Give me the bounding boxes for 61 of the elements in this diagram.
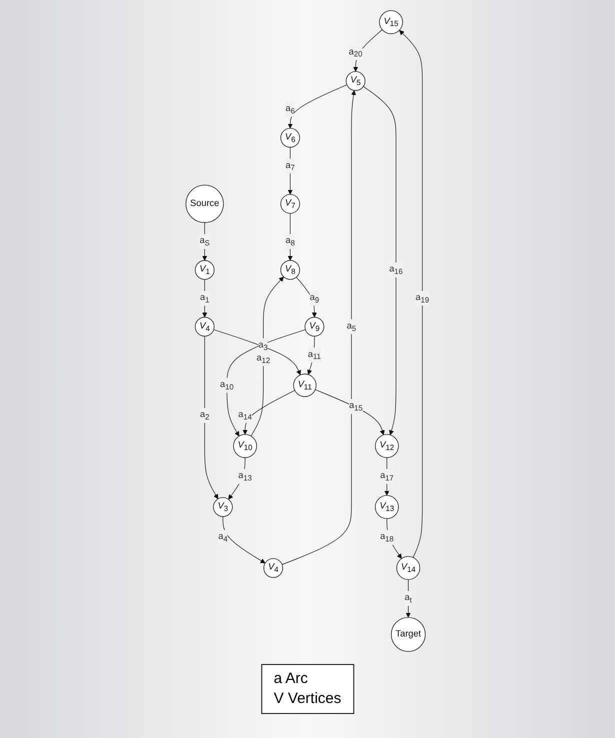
node-circle: V$_{11}$ (293, 374, 316, 397)
edge-label: a$_{16}$ (389, 264, 403, 276)
node-circle: Source (186, 184, 224, 223)
node-circle: Target (390, 617, 426, 652)
edge-label: a$_{S}$ (200, 236, 210, 248)
edge-label: a$_{t}$ (404, 592, 412, 604)
arrow (226, 329, 306, 436)
node-circle: V$_{13}$ (374, 495, 399, 519)
arrow (250, 276, 284, 436)
node-circle: V$_{9}$ (304, 316, 324, 337)
node-circle: V$_{4}$ (194, 316, 214, 337)
arrow (386, 518, 402, 559)
arrow (202, 222, 208, 261)
edge-label: a$_{8}$ (286, 236, 295, 248)
arrow (399, 30, 423, 558)
node-circle: V$_{12}$ (374, 434, 399, 458)
edge-label: a$_{15}$ (349, 400, 363, 412)
arrow (282, 90, 356, 565)
edge-label: a$_{2}$ (200, 410, 210, 422)
edge-label: a$_{13}$ (238, 470, 252, 482)
edge-label: a$_{1}$ (200, 292, 210, 304)
node-circle: V$_{7}$ (280, 194, 300, 214)
arrow (363, 86, 396, 436)
arrow (288, 146, 293, 195)
edge-label: a$_{17}$ (380, 470, 394, 482)
node-circle: V$_{5}$ (346, 71, 366, 91)
node-circle: V$_{6}$ (280, 128, 300, 148)
edge-label: a$_{14}$ (238, 410, 252, 422)
arrow (315, 389, 385, 436)
arrow (384, 457, 390, 496)
edge-label: a$_{18}$ (380, 532, 394, 544)
node-circle: V$_{15}$ (379, 10, 403, 34)
node-circle: V$_{3}$ (213, 497, 233, 517)
edge-label: a$_{7}$ (286, 160, 295, 172)
arrow (242, 390, 296, 435)
edge-label: a$_{6}$ (286, 104, 295, 116)
node-circle: V$_{1}$ (194, 260, 214, 280)
edge-label: a$_{5}$ (346, 320, 356, 332)
edge-label: a$_{12}$ (256, 352, 270, 364)
arrow (307, 336, 315, 375)
edge-label: a$_{11}$ (308, 349, 321, 361)
node-circle: V$_{4}$ (263, 558, 284, 578)
edge-label: a$_{19}$ (416, 292, 430, 304)
arrow (222, 516, 266, 564)
arrow (204, 336, 218, 500)
arrow (202, 279, 208, 318)
legend-entry: a Arc (274, 669, 309, 689)
arrow (228, 457, 246, 500)
arrow (288, 213, 293, 261)
arrow (296, 276, 317, 318)
legend-entry: V Vertices (274, 689, 342, 709)
node-circle: V$_{8}$ (280, 260, 300, 280)
edge-label: a$_{10}$ (220, 380, 234, 392)
node-circle: V$_{14}$ (396, 556, 420, 580)
arrow (288, 84, 348, 129)
edge-label: a$_{20}$ (348, 46, 362, 58)
edge-label: a$_{3}$ (258, 340, 268, 352)
edge-label: a$_{4}$ (218, 532, 228, 544)
edge-label: a$_{9}$ (310, 292, 320, 304)
node-circle: V$_{10}$ (233, 434, 257, 458)
arrow (213, 329, 301, 376)
